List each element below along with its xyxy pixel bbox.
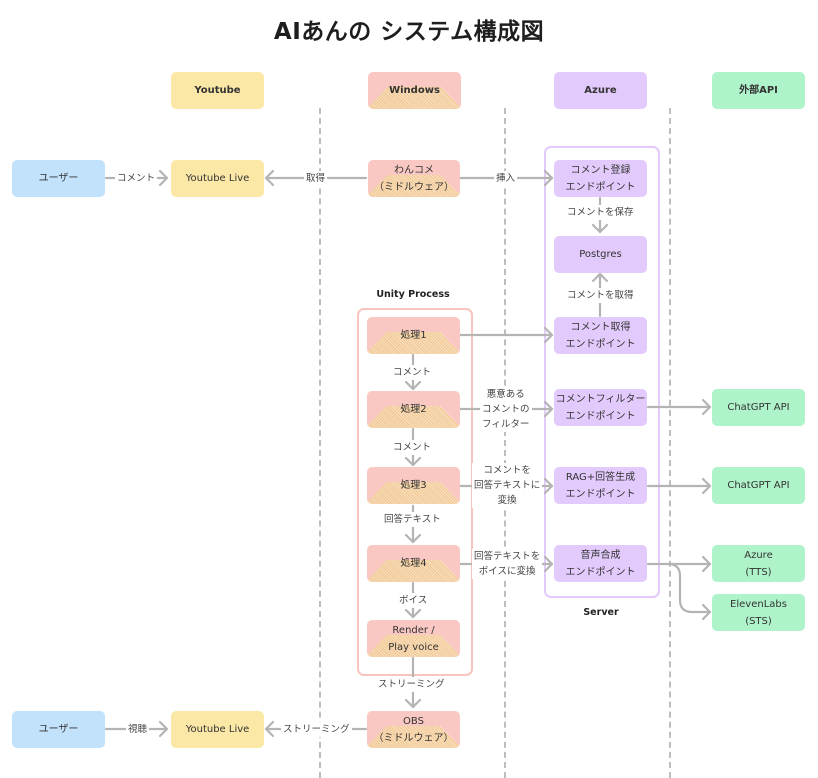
column-separator bbox=[319, 108, 321, 778]
node-comment-filter-endpoint[interactable]: コメントフィルター エンドポイント bbox=[554, 389, 647, 426]
arrowhead bbox=[701, 555, 712, 573]
node-youtube-live-top[interactable]: Youtube Live bbox=[171, 160, 264, 197]
arrowhead bbox=[543, 477, 554, 495]
node-voice-synthesis-endpoint[interactable]: 音声合成 エンドポイント bbox=[554, 545, 647, 582]
arrowhead bbox=[404, 533, 422, 544]
node-render-play-voice[interactable]: Render / Play voice bbox=[367, 620, 460, 657]
arrowhead bbox=[264, 169, 275, 187]
arrowhead bbox=[404, 380, 422, 391]
edge-label-get-comment: コメントを取得 bbox=[565, 288, 636, 303]
node-process-4[interactable]: 処理4 bbox=[367, 545, 460, 582]
arrowhead bbox=[404, 608, 422, 619]
node-user-bottom[interactable]: ユーザー bbox=[12, 711, 105, 748]
arrowhead bbox=[543, 326, 554, 344]
arrowhead bbox=[701, 398, 712, 416]
arrowhead bbox=[701, 477, 712, 495]
edge-label-filter: 悪意ある コメントの フィルター bbox=[480, 387, 532, 432]
node-process-1[interactable]: 処理1 bbox=[367, 317, 460, 354]
edge-voice-elevenlabs bbox=[666, 562, 712, 614]
edge-label-fetch: 取得 bbox=[304, 171, 328, 186]
node-obs[interactable]: OBS （ミドルウェア） bbox=[367, 711, 460, 748]
arrowhead bbox=[543, 555, 554, 573]
edge-label-render-obs: ストリーミング bbox=[376, 677, 447, 692]
node-process-2[interactable]: 処理2 bbox=[367, 391, 460, 428]
node-azure-tts[interactable]: Azure (TTS) bbox=[712, 545, 805, 582]
node-user-top[interactable]: ユーザー bbox=[12, 160, 105, 197]
edge-label-insert: 挿入 bbox=[494, 171, 518, 186]
edge-label-convert-voice: 回答テキストを ボイスに変換 bbox=[472, 549, 543, 579]
node-process-3[interactable]: 処理3 bbox=[367, 467, 460, 504]
column-header-youtube: Youtube bbox=[171, 72, 264, 109]
arrowhead bbox=[543, 400, 554, 418]
unity-process-label: Unity Process bbox=[376, 289, 450, 300]
node-comment-fetch-endpoint[interactable]: コメント取得 エンドポイント bbox=[554, 317, 647, 354]
server-label: Server bbox=[583, 607, 619, 618]
edge-label-streaming: ストリーミング bbox=[281, 722, 352, 737]
edge-label-convert-answer: コメントを 回答テキストに 変換 bbox=[472, 463, 543, 508]
node-comment-register-endpoint[interactable]: コメント登録 エンドポイント bbox=[554, 160, 647, 197]
arrowhead bbox=[158, 720, 169, 738]
page-title: AIあんの システム構成図 bbox=[273, 19, 545, 45]
edge-label-p3-p4: 回答テキスト bbox=[382, 512, 443, 527]
arrowhead bbox=[404, 456, 422, 467]
server-group bbox=[544, 146, 660, 598]
column-header-windows: Windows bbox=[368, 72, 461, 109]
node-elevenlabs-sts[interactable]: ElevenLabs (STS) bbox=[712, 594, 805, 631]
arrowhead bbox=[591, 272, 609, 283]
edge-label-p2-p3: コメント bbox=[391, 440, 434, 455]
node-wancome[interactable]: わんコメ （ミドルウェア） bbox=[368, 160, 460, 197]
arrowhead bbox=[404, 698, 422, 709]
edge-label-comment: コメント bbox=[115, 171, 158, 186]
arrowhead bbox=[264, 720, 275, 738]
arrowhead bbox=[543, 169, 554, 187]
node-chatgpt-api-filter[interactable]: ChatGPT API bbox=[712, 389, 805, 426]
column-header-external-api: 外部API bbox=[712, 72, 805, 109]
edge-label-watch: 視聴 bbox=[126, 722, 150, 737]
node-youtube-live-bottom[interactable]: Youtube Live bbox=[171, 711, 264, 748]
column-header-azure: Azure bbox=[554, 72, 647, 109]
arrowhead bbox=[591, 223, 609, 234]
node-postgres[interactable]: Postgres bbox=[554, 236, 647, 273]
column-separator bbox=[669, 108, 671, 778]
edge-label-p1-p2: コメント bbox=[391, 365, 434, 380]
column-separator bbox=[504, 108, 506, 778]
node-chatgpt-api-rag[interactable]: ChatGPT API bbox=[712, 467, 805, 504]
arrowhead bbox=[158, 169, 169, 187]
edge-label-p4-render: ボイス bbox=[397, 593, 430, 608]
edge-label-save-comment: コメントを保存 bbox=[565, 205, 636, 220]
arrowhead bbox=[701, 603, 712, 621]
node-rag-answer-endpoint[interactable]: RAG+回答生成 エンドポイント bbox=[554, 467, 647, 504]
